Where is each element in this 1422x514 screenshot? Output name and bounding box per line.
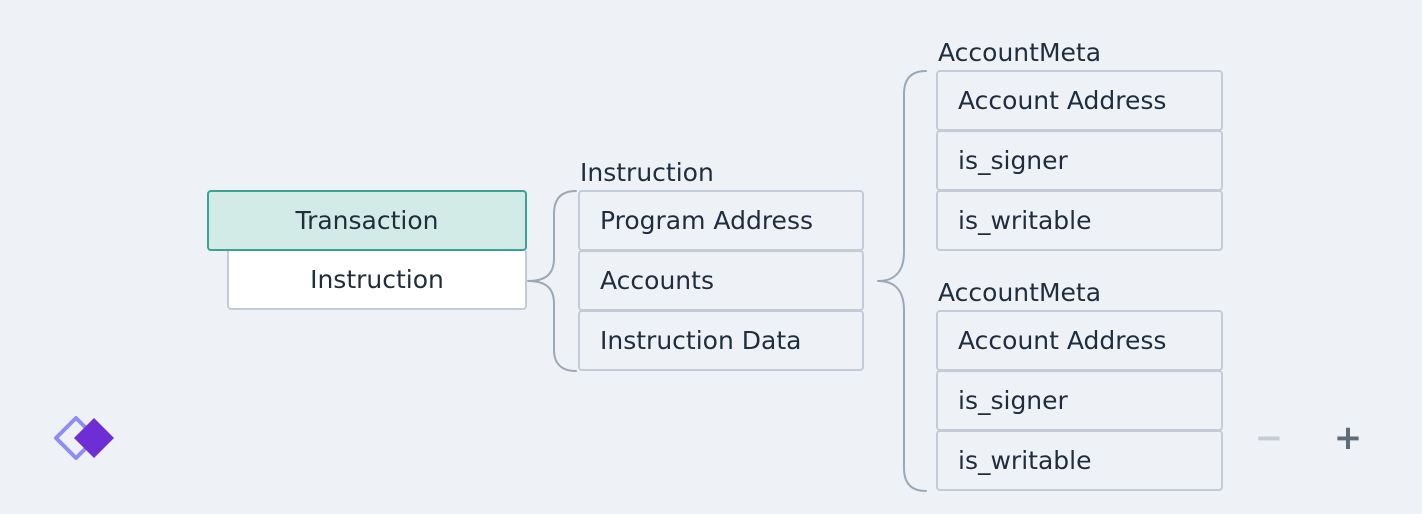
account-address-label: Account Address (958, 326, 1167, 355)
instruction-bracket (527, 190, 577, 372)
zoom-in-button[interactable]: + (1333, 418, 1363, 458)
is-signer-node[interactable]: is_signer (936, 130, 1223, 191)
root-instruction-label: Instruction (310, 265, 444, 294)
is-signer-label: is_signer (958, 386, 1068, 415)
logo-icon (54, 416, 114, 460)
is-writable-label: is_writable (958, 206, 1092, 235)
account-meta-bracket (877, 70, 927, 492)
is-writable-node[interactable]: is_writable (936, 190, 1223, 251)
zoom-out-button[interactable]: − (1254, 418, 1284, 458)
program-address-label: Program Address (600, 206, 813, 235)
is-writable-node[interactable]: is_writable (936, 430, 1223, 491)
is-writable-label: is_writable (958, 446, 1092, 475)
instruction-data-label: Instruction Data (600, 326, 802, 355)
is-signer-label: is_signer (958, 146, 1068, 175)
instruction-data-node[interactable]: Instruction Data (578, 310, 864, 371)
accounts-label: Accounts (600, 266, 714, 295)
is-signer-node[interactable]: is_signer (936, 370, 1223, 431)
account-meta-heading: AccountMeta (938, 38, 1102, 67)
account-address-node[interactable]: Account Address (936, 310, 1223, 371)
program-address-node[interactable]: Program Address (578, 190, 864, 251)
transaction-node[interactable]: Transaction (207, 190, 527, 251)
accounts-node[interactable]: Accounts (578, 250, 864, 311)
account-address-label: Account Address (958, 86, 1167, 115)
account-meta-heading: AccountMeta (938, 278, 1102, 307)
transaction-label: Transaction (295, 206, 439, 235)
instruction-heading: Instruction (580, 158, 714, 187)
account-address-node[interactable]: Account Address (936, 70, 1223, 131)
root-instruction-node[interactable]: Instruction (227, 251, 527, 310)
